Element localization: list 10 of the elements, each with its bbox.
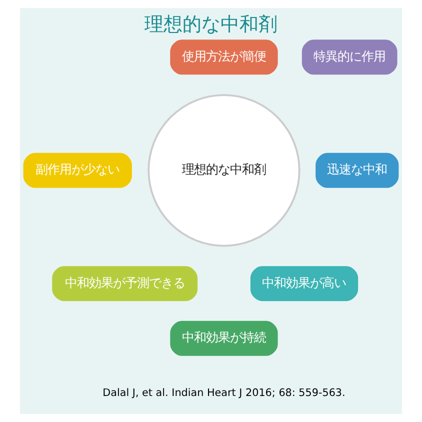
node-box: 特異的に作用 (302, 40, 398, 75)
node-box: 中和効果が高い (250, 266, 358, 302)
caption: Dalal J, et al. Indian Heart J 2016; 68: 559-563. (102, 386, 346, 399)
node-box: 使用方法が簡便 (170, 40, 278, 75)
node-box: 副作用が少ない (23, 152, 132, 188)
diagram-title: 理想的な中和剤 (144, 14, 278, 36)
node-box: 中和効果が持続 (170, 320, 278, 356)
node-box: 中和効果が予測できる (52, 266, 198, 302)
node-box: 迅速な中和 (316, 152, 399, 188)
node-circle: 理想的な中和剤 (148, 94, 300, 247)
